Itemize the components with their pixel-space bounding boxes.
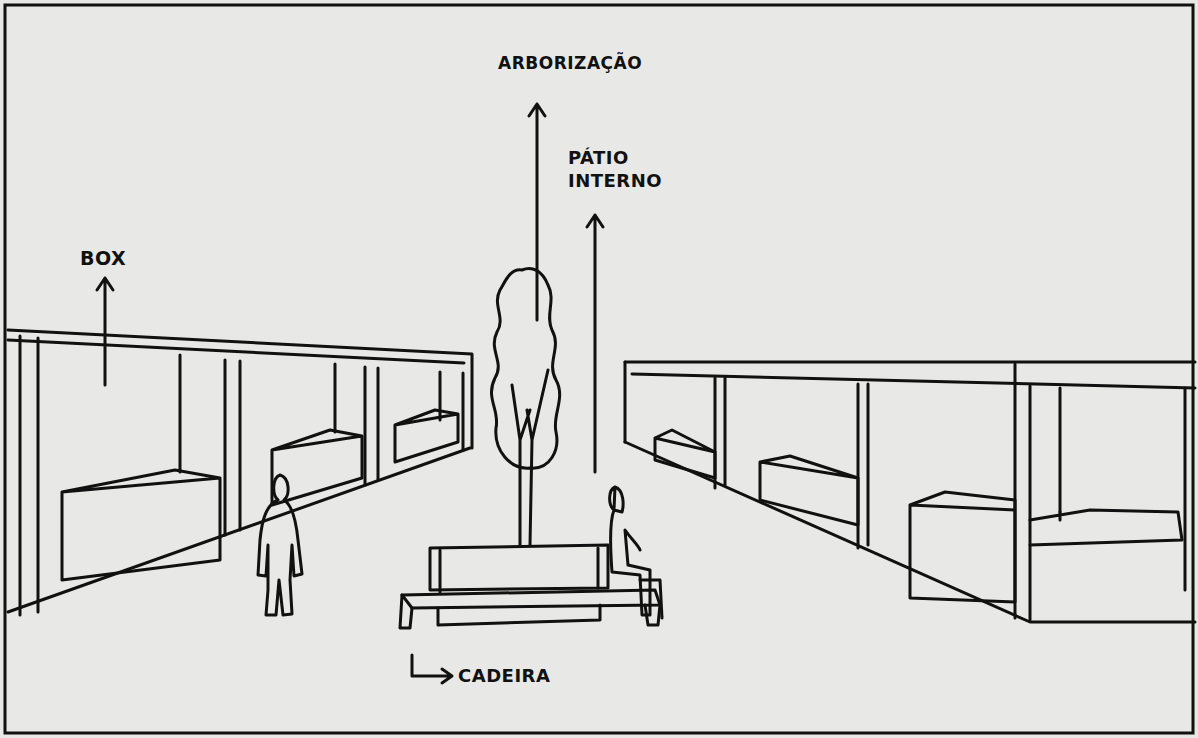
callout-label: ARBORIZAÇÃO [498, 52, 658, 74]
frame [5, 5, 1193, 733]
tree [491, 269, 559, 545]
seated-person [610, 487, 662, 618]
right-stalls [625, 362, 1195, 622]
callout-label: BOX [80, 246, 150, 271]
callout-label: CADEIRA [458, 664, 588, 687]
standing-person [258, 475, 302, 615]
left-stalls [8, 330, 472, 615]
leader-arrows [97, 104, 603, 683]
callout-label: PÁTIO INTERNO [568, 146, 668, 193]
bench [400, 545, 660, 628]
